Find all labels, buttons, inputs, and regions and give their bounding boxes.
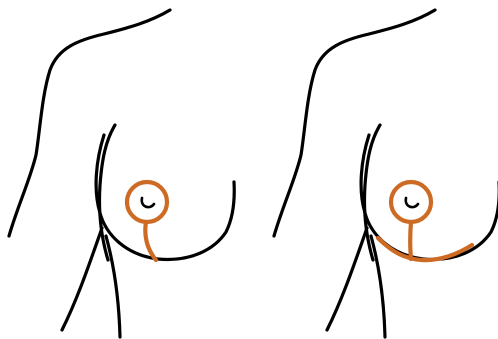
periareolar-incision bbox=[391, 182, 431, 222]
torso-line-right bbox=[106, 236, 120, 337]
nipple-mark bbox=[142, 198, 154, 207]
shoulder-arm-outline bbox=[9, 10, 170, 236]
panel-right bbox=[274, 10, 498, 337]
torso-line-left bbox=[62, 228, 102, 330]
torso-line-left bbox=[327, 228, 367, 330]
torso-line-right bbox=[371, 236, 385, 337]
periareolar-incision bbox=[127, 182, 167, 222]
panel-left bbox=[9, 10, 234, 337]
vertical-incision bbox=[410, 222, 411, 259]
shoulder-arm-outline bbox=[274, 10, 435, 236]
vertical-incision bbox=[145, 222, 156, 260]
nipple-mark bbox=[406, 198, 418, 207]
